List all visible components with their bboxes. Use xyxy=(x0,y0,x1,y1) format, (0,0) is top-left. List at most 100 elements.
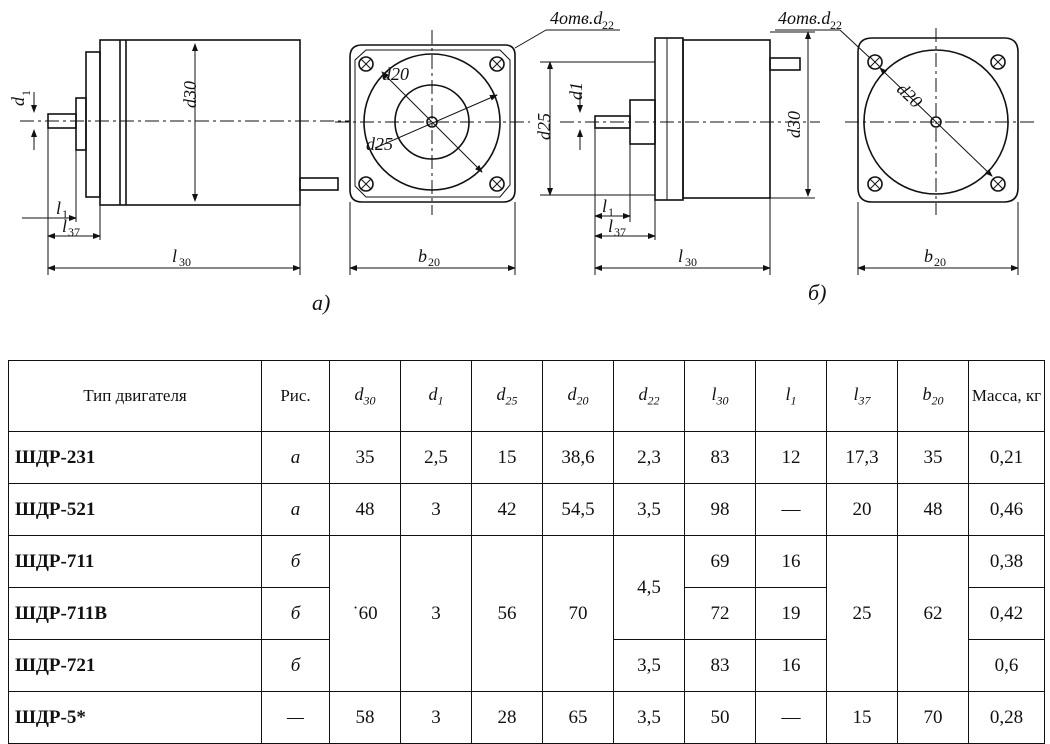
header-row: Тип двигателя Рис. d30 d1 d25 d20 d22 l3… xyxy=(8,360,1045,432)
svg-text:22: 22 xyxy=(830,18,842,32)
l30-cell: 83 xyxy=(684,639,756,692)
col-d1-header: d1 xyxy=(400,360,472,432)
fig-a-d1-label: d xyxy=(8,96,28,106)
svg-text:1: 1 xyxy=(62,207,68,221)
fig-cell: б xyxy=(261,535,330,588)
mass-cell: 0,21 xyxy=(968,431,1045,484)
svg-text:1: 1 xyxy=(19,90,33,96)
d22-cell: 2,3 xyxy=(613,431,685,484)
fig-cell: — xyxy=(261,691,330,744)
d25-cell: 15 xyxy=(471,431,543,484)
d1-cell: 3 xyxy=(400,691,472,744)
table-row: ШДР-231 а 35 2,5 15 38,6 2,3 83 12 17,3 … xyxy=(8,431,1045,484)
mass-cell: 0,38 xyxy=(968,535,1045,588)
fig-a-l37-label: l xyxy=(62,216,67,236)
mass-cell: 0,42 xyxy=(968,587,1045,640)
fig-b-b20-label: b xyxy=(924,246,933,266)
l1-cell: — xyxy=(755,483,827,536)
d20-cell: 65 xyxy=(542,691,614,744)
d30-cell: ˙60 xyxy=(329,535,401,692)
motor-type-cell: ШДР-721 xyxy=(8,639,262,692)
mass-cell: 0,46 xyxy=(968,483,1045,536)
d1-cell: 2,5 xyxy=(400,431,472,484)
fig-b-d1-label: d1 xyxy=(566,82,586,100)
d22-cell: 4,5 xyxy=(613,535,685,640)
l1-cell: 19 xyxy=(755,587,827,640)
fig-a-l1-label: l xyxy=(56,198,61,218)
fig-a-side-view xyxy=(20,39,350,275)
table-row: ШДР-521 а 48 3 42 54,5 3,5 98 — 20 48 0,… xyxy=(8,483,1045,536)
d25-cell: 42 xyxy=(471,483,543,536)
b20-cell: 70 xyxy=(897,691,969,744)
l37-cell: 20 xyxy=(826,483,898,536)
table-row: ШДР-5* — 58 3 28 65 3,5 50 — 15 70 0,28 xyxy=(8,691,1045,744)
fig-b-caption: б) xyxy=(808,280,826,305)
svg-text:30: 30 xyxy=(685,255,697,269)
fig-cell: а xyxy=(261,431,330,484)
d22-cell: 3,5 xyxy=(613,483,685,536)
l30-cell: 69 xyxy=(684,535,756,588)
fig-b-holes-label: 4отв.d xyxy=(778,8,831,28)
l30-cell: 50 xyxy=(684,691,756,744)
d20-cell: 54,5 xyxy=(542,483,614,536)
fig-cell: б xyxy=(261,639,330,692)
motor-type-cell: ШДР-521 xyxy=(8,483,262,536)
d20-cell: 70 xyxy=(542,535,614,692)
motor-type-cell: ШДР-711 xyxy=(8,535,262,588)
fig-a-b20-label: b xyxy=(418,246,427,266)
l30-cell: 98 xyxy=(684,483,756,536)
fig-cell: б xyxy=(261,587,330,640)
d1-cell: 3 xyxy=(400,483,472,536)
l1-cell: 12 xyxy=(755,431,827,484)
l30-cell: 72 xyxy=(684,587,756,640)
motor-type-cell: ШДР-231 xyxy=(8,431,262,484)
d22-cell: 3,5 xyxy=(613,691,685,744)
mass-cell: 0,6 xyxy=(968,639,1045,692)
fig-a-front-view xyxy=(335,29,620,275)
svg-text:30: 30 xyxy=(179,255,191,269)
l1-cell: — xyxy=(755,691,827,744)
col-d30-header: d30 xyxy=(329,360,401,432)
col-type-header: Тип двигателя xyxy=(8,360,262,432)
d1-cell: 3 xyxy=(400,535,472,692)
motor-spec-table: Тип двигателя Рис. d30 d1 d25 d20 d22 l3… xyxy=(8,360,1045,744)
table-row: ШДР-721 б 3,5 83 16 0,6 xyxy=(8,639,1045,692)
b20-cell: 48 xyxy=(897,483,969,536)
l37-cell: 25 xyxy=(826,535,898,692)
col-b20-header: b20 xyxy=(897,360,969,432)
table-row: ШДР-711 б ˙60 3 56 70 4,5 69 16 25 62 0,… xyxy=(8,535,1045,692)
col-d22-header: d22 xyxy=(613,360,685,432)
motor-type-cell: ШДР-711В xyxy=(8,587,262,640)
fig-a-d20-label: d20 xyxy=(382,64,409,84)
d20-cell: 38,6 xyxy=(542,431,614,484)
b20-cell: 35 xyxy=(897,431,969,484)
fig-b-d20-label: d20 xyxy=(893,79,926,112)
motor-type-cell: ШДР-5* xyxy=(8,691,262,744)
d22-cell: 3,5 xyxy=(613,639,685,692)
b20-cell: 62 xyxy=(897,535,969,692)
svg-text:20: 20 xyxy=(428,255,440,269)
fig-cell: а xyxy=(261,483,330,536)
col-fig-header: Рис. xyxy=(261,360,330,432)
fig-a-d30-label: d30 xyxy=(180,81,200,108)
table-row: ШДР-711В б 72 19 0,42 xyxy=(8,587,1045,640)
fig-b-l1-label: l xyxy=(602,196,607,216)
svg-text:37: 37 xyxy=(68,225,80,239)
fig-b-side-view xyxy=(540,31,820,275)
l1-cell: 16 xyxy=(755,535,827,588)
d25-cell: 28 xyxy=(471,691,543,744)
fig-a-holes-label: 4отв.d xyxy=(550,8,603,28)
col-mass-header: Масса, кг xyxy=(968,360,1045,432)
d30-cell: 35 xyxy=(329,431,401,484)
fig-a-l30-label: l xyxy=(172,246,177,266)
l30-cell: 83 xyxy=(684,431,756,484)
fig-b-l37-label: l xyxy=(608,216,613,236)
fig-b-front-view xyxy=(775,28,1035,275)
fig-a-caption: а) xyxy=(312,290,330,315)
col-l1-header: l1 xyxy=(755,360,827,432)
col-l37-header: l37 xyxy=(826,360,898,432)
l37-cell: 17,3 xyxy=(826,431,898,484)
d25-cell: 56 xyxy=(471,535,543,692)
svg-text:22: 22 xyxy=(602,18,614,32)
col-l30-header: l30 xyxy=(684,360,756,432)
